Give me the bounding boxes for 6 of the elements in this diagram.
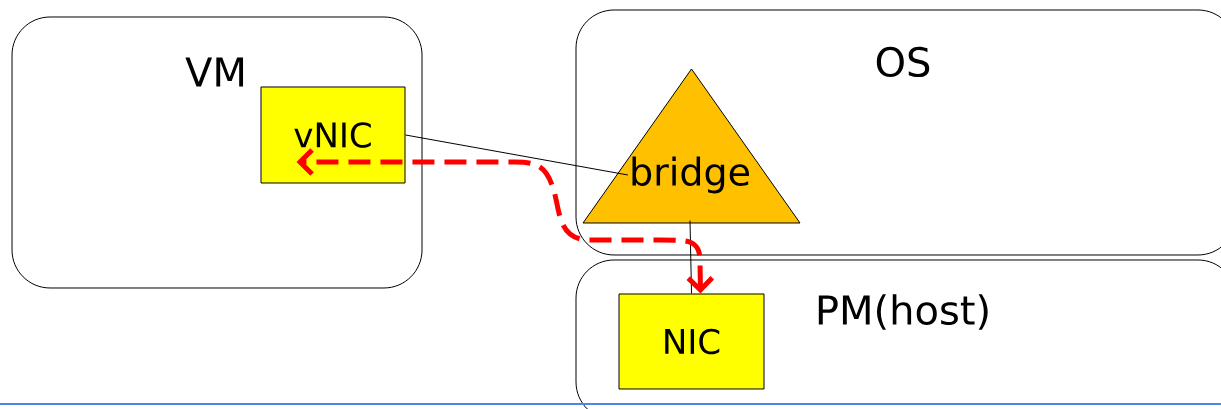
port-box: vNIC [260, 86, 406, 184]
bridge-triangle: bridge [582, 68, 801, 224]
port-box: NIC [618, 293, 765, 390]
connector-line [405, 134, 629, 176]
connector-line [689, 220, 692, 294]
dashed-arrow [296, 148, 715, 294]
